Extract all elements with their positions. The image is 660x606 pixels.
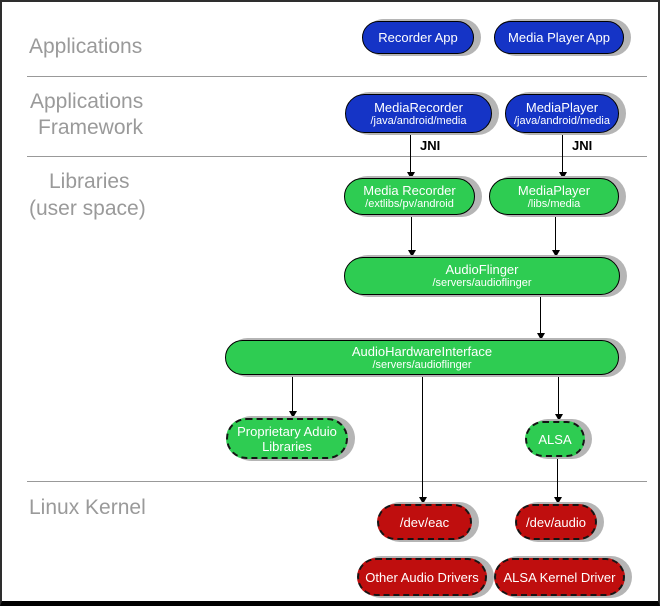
layer-label-framework-line2: Framework [38,116,144,139]
arrow-alsa-to-dev-audio [553,457,562,504]
node-audioflinger: AudioFlinger /servers/audioflinger [344,257,620,295]
arrow-mediarecorder-to-audioflinger [407,215,416,257]
node-title: /dev/eac [399,514,450,530]
node-subtitle: /servers/audioflinger [432,277,532,289]
node-title: Media Recorder [363,182,456,198]
node-title: MediaRecorder [374,99,463,115]
node-alsa-kernel-driver: ALSA Kernel Driver [494,558,625,596]
layer-divider-applications [27,76,647,77]
node-mediarecorder-framework: MediaRecorder /java/android/media [345,94,492,133]
node-title: Other Audio Drivers [365,569,479,585]
layer-label-applications: Applications [29,35,143,58]
node-title: AudioHardwareInterface [351,343,493,359]
node-other-audio-drivers: Other Audio Drivers [357,558,487,596]
jni-label-left: JNI [420,138,441,153]
layer-label-libraries-line2: (user space) [29,197,146,220]
layer-divider-kernel [27,481,647,482]
layer-label-linux-kernel: Linux Kernel [29,496,146,519]
arrow-ahi-to-proprietary [288,375,297,418]
layer-label-framework-line1: Applications [30,90,144,113]
node-dev-audio: /dev/audio [515,504,597,540]
node-subtitle: /servers/audioflinger [372,358,472,371]
arrow-ahi-to-dev-eac [418,375,427,504]
node-dev-eac: /dev/eac [377,504,472,540]
node-subtitle: /extlibs/pv/android [365,197,454,210]
node-title: /dev/audio [526,514,586,530]
node-subtitle: /libs/media [527,197,581,210]
node-title: Media Player App [508,30,610,45]
node-subtitle: /java/android/media [370,114,467,127]
jni-label-right: JNI [572,138,593,153]
node-audio-hardware-interface: AudioHardwareInterface /servers/audiofli… [225,340,619,375]
arrow-mediaplayer-to-audioflinger [551,215,560,257]
arrow-ahi-to-alsa [554,375,563,421]
node-title: Proprietary Aduio Libraries [237,423,337,454]
node-recorder-app: Recorder App [362,21,474,54]
layer-label-libraries-line1: Libraries [49,170,130,193]
node-title: Recorder App [378,30,458,45]
node-title: MediaPlayer [517,182,591,198]
node-media-player-app: Media Player App [494,21,624,54]
arrow-mediarecorder-jni [406,133,415,179]
node-title: AudioFlinger [445,262,519,277]
node-proprietary-audio-libraries: Proprietary Aduio Libraries [226,418,348,459]
arrow-audioflinger-to-ahi [536,295,545,340]
node-media-recorder-lib: Media Recorder /extlibs/pv/android [344,178,475,215]
node-mediaplayer-lib: MediaPlayer /libs/media [489,178,619,215]
arrow-mediaplayer-jni [558,133,567,179]
node-title: ALSA Kernel Driver [503,569,616,585]
node-title: ALSA [538,431,572,447]
node-alsa: ALSA [525,421,585,457]
layer-divider-framework [27,156,647,157]
node-title: MediaPlayer [525,99,599,115]
node-subtitle: /java/android/media [513,114,610,127]
node-mediaplayer-framework: MediaPlayer /java/android/media [505,94,619,133]
